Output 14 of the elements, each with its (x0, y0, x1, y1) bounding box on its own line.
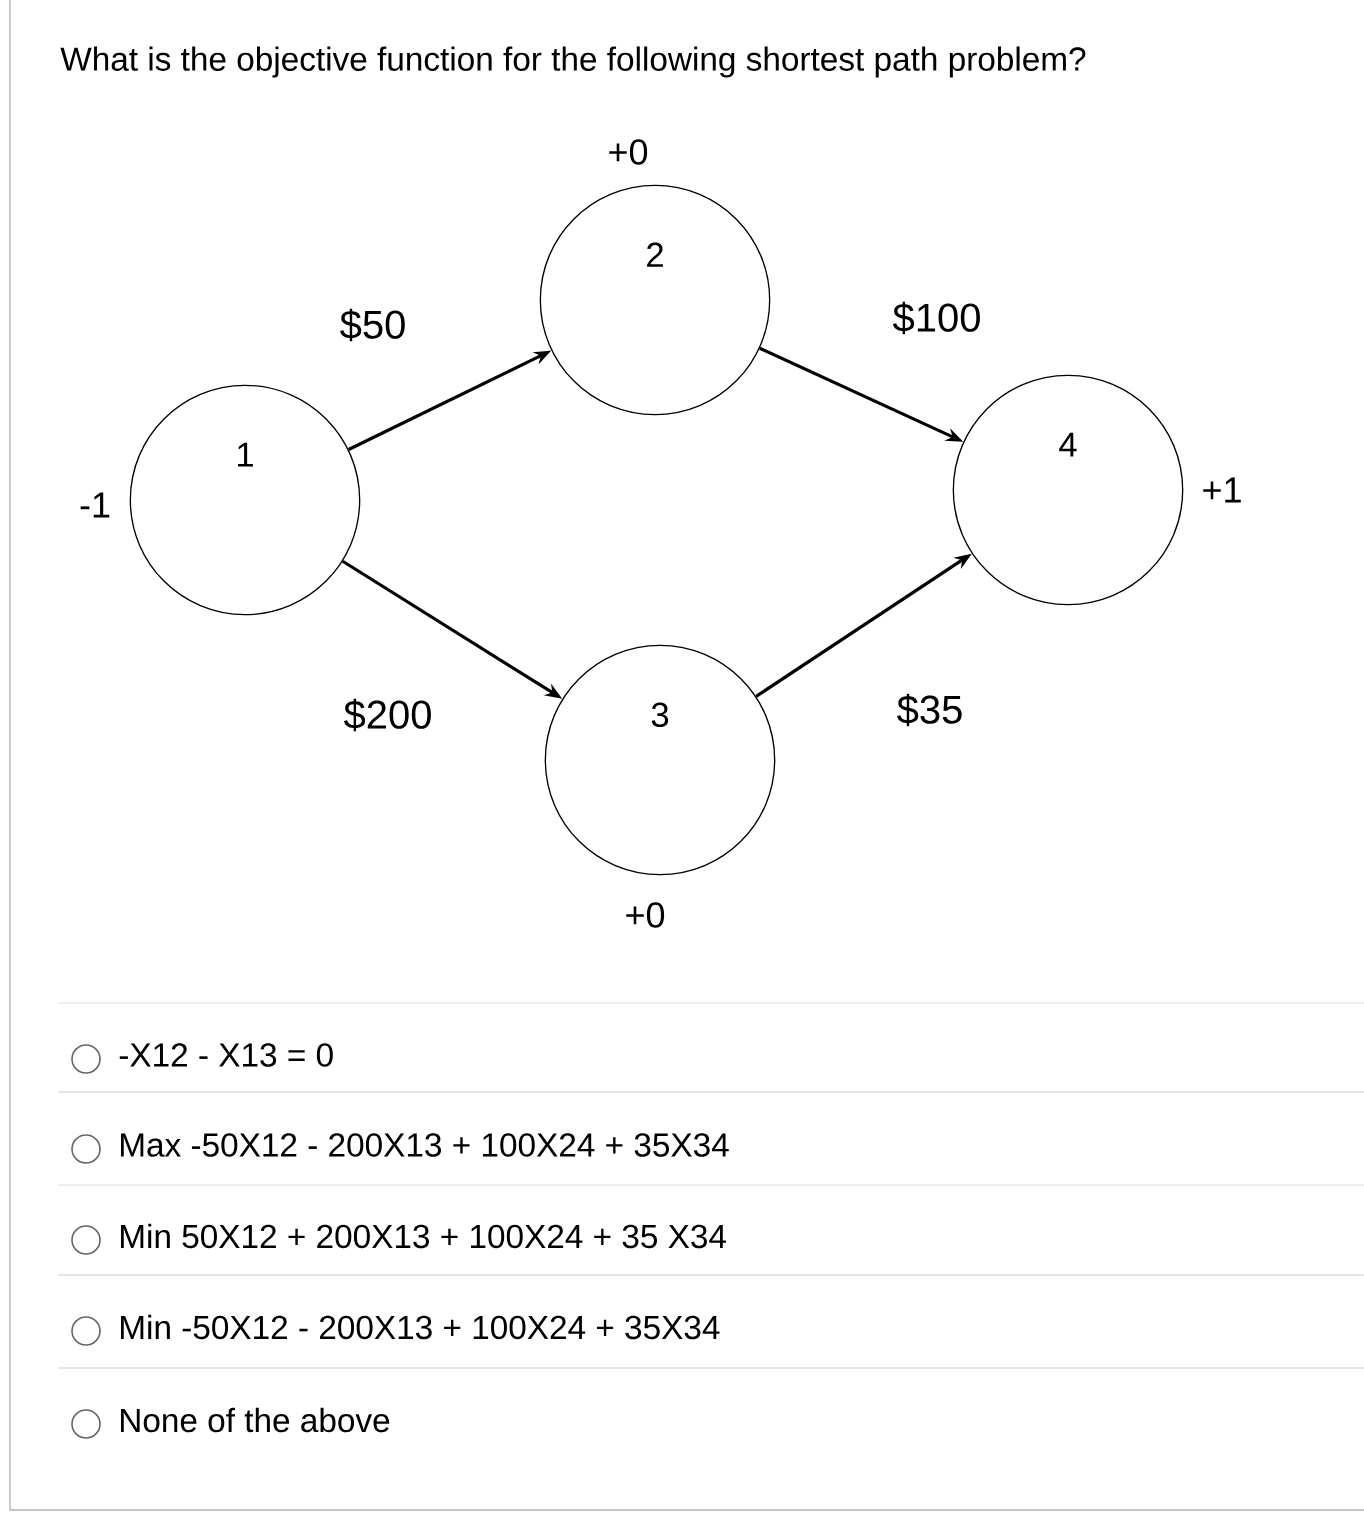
supply-label: -1 (80, 492, 110, 518)
supply-label: +1 (1203, 477, 1241, 503)
question-text: What is the objective function for the following shortest path problem? (60, 46, 1086, 78)
edge-label: $200 (340, 696, 436, 734)
answer-option: -X12 - X13 = 0 (119, 1043, 333, 1067)
answer-option: Min 50X12 + 200X13 + 100X24 + 35 X34 (121, 1223, 726, 1249)
answer-option: Max -50X12 - 200X13 + 100X24 + 35X34 (121, 1133, 729, 1157)
answer-option: None of the above (121, 1407, 390, 1433)
edge-label: $100 (889, 299, 985, 337)
edge-label: $35 (893, 691, 967, 729)
edge-label: $50 (336, 306, 410, 344)
supply-label: +0 (609, 139, 648, 165)
supply-label: +0 (626, 902, 665, 928)
answer-option: Min -50X12 - 200X13 + 100X24 + 35X34 (121, 1314, 720, 1340)
